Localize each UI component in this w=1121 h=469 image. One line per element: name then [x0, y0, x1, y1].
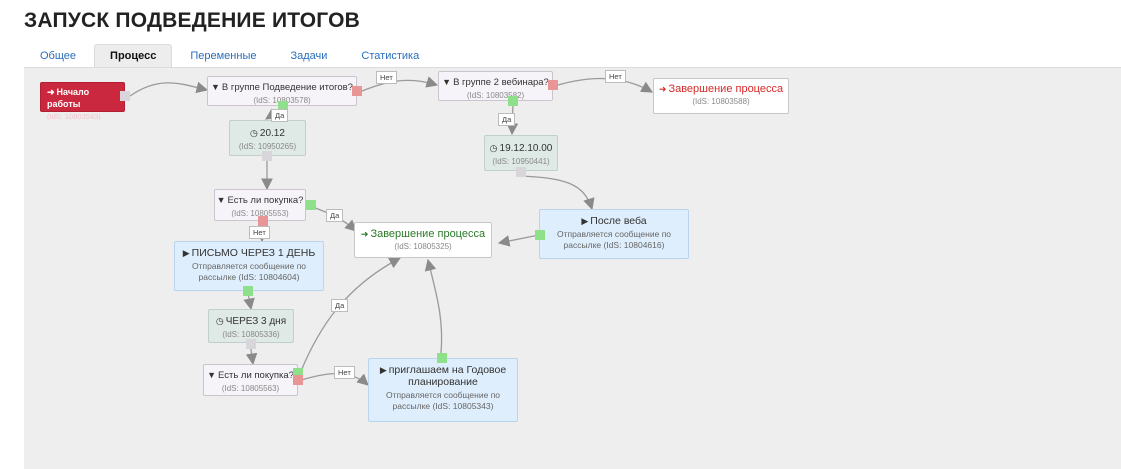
- edge-label-yes: Да: [271, 109, 289, 122]
- filter-icon: ▼: [207, 370, 216, 380]
- play-icon: ▶: [379, 365, 387, 375]
- play-icon: ▶: [581, 216, 589, 226]
- clock-icon: ◷: [215, 316, 224, 326]
- tab-variables[interactable]: Переменные: [190, 50, 257, 62]
- tab-statistics[interactable]: Статистика: [361, 50, 420, 62]
- edge-label-yes: Да: [326, 209, 344, 222]
- tab-process[interactable]: Процесс: [94, 44, 173, 68]
- edge-filter1-to-filter2: [361, 76, 439, 92]
- end-node-mid[interactable]: ➜Завершение процесса (IdS: 10805325): [354, 222, 492, 258]
- process-canvas[interactable]: ➜Начало работы (IdS: 10803543) ▼В группе…: [24, 67, 1121, 469]
- clock-icon: ◷: [489, 143, 498, 153]
- timer2012-output-port[interactable]: [262, 151, 272, 161]
- edge-label-no: Нет: [376, 71, 397, 84]
- email1day-output-port[interactable]: [243, 286, 253, 296]
- email-node-1day[interactable]: ▶ПИСЬМО ЧЕРЕЗ 1 ДЕНЬ Отправляется сообще…: [174, 241, 324, 291]
- edge-timer1912-to-email-after: [520, 175, 595, 211]
- filter2-yes-port[interactable]: [508, 96, 518, 106]
- start-node[interactable]: ➜Начало работы (IdS: 10803543): [40, 82, 125, 121]
- sign-in-icon: ➜: [47, 87, 55, 97]
- filter-node-group-2[interactable]: ▼В группе 2 вебинара? (IdS: 10803582): [438, 71, 553, 101]
- filter-icon: ▼: [442, 77, 452, 87]
- email-invite-output-port[interactable]: [437, 353, 447, 363]
- tab-tasks[interactable]: Задачи: [290, 50, 328, 62]
- filter-node-purchase-2[interactable]: ▼Есть ли покупка? (IdS: 10805563): [203, 364, 298, 396]
- filter3-yes-port[interactable]: [306, 200, 316, 210]
- sign-out-icon: ➜: [360, 229, 369, 239]
- clock-icon: ◷: [250, 128, 258, 138]
- filter1-yes-port[interactable]: [278, 101, 288, 111]
- filter-icon: ▼: [211, 82, 220, 92]
- timer-node-3days[interactable]: ◷ЧЕРЕЗ 3 дня (IdS: 10805336): [208, 309, 294, 343]
- filter-icon: ▼: [216, 195, 226, 205]
- edge-email-after-to-endmid: [497, 234, 540, 247]
- filter-node-purchase-1[interactable]: ▼Есть ли покупка? (IdS: 10805553): [214, 189, 306, 221]
- tab-bar: Общее Процесс Переменные Задачи Статисти…: [24, 44, 437, 68]
- edge-label-no: Нет: [334, 366, 355, 379]
- end-node-top[interactable]: ➜Завершение процесса (IdS: 10803588): [653, 78, 789, 114]
- timer-node-1912[interactable]: ◷19.12.10.00 (IdS: 10950441): [484, 135, 558, 171]
- filter4-no-port[interactable]: [293, 375, 303, 385]
- sign-out-icon: ➜: [658, 84, 667, 94]
- timer3days-output-port[interactable]: [246, 339, 256, 349]
- filter3-no-port[interactable]: [258, 216, 268, 226]
- page-title: ЗАПУСК ПОДВЕДЕНИЕ ИТОГОВ: [24, 9, 361, 32]
- filter1-no-port[interactable]: [352, 86, 362, 96]
- edge-start-to-filter1: [129, 81, 209, 97]
- start-output-port[interactable]: [120, 91, 130, 101]
- email-node-invite[interactable]: ▶приглашаем на Годовое планирование Отпр…: [368, 358, 518, 422]
- edge-label-yes: Да: [498, 113, 516, 126]
- play-icon: ▶: [182, 248, 190, 258]
- filter2-no-port[interactable]: [548, 80, 558, 90]
- tab-general[interactable]: Общее: [40, 50, 77, 62]
- edge-label-no: Нет: [249, 226, 270, 239]
- edge-label-no: Нет: [605, 70, 626, 83]
- edge-invite-to-endmid: [424, 258, 443, 354]
- timer1912-output-port[interactable]: [516, 167, 526, 177]
- email-after-input-port[interactable]: [535, 230, 545, 240]
- email-node-after-web[interactable]: ▶После веба Отправляется сообщение по ра…: [539, 209, 689, 259]
- edge-label-yes: Да: [331, 299, 349, 312]
- filter4-yes-port[interactable]: [293, 368, 303, 378]
- edge-filter4-to-invite: [297, 373, 369, 386]
